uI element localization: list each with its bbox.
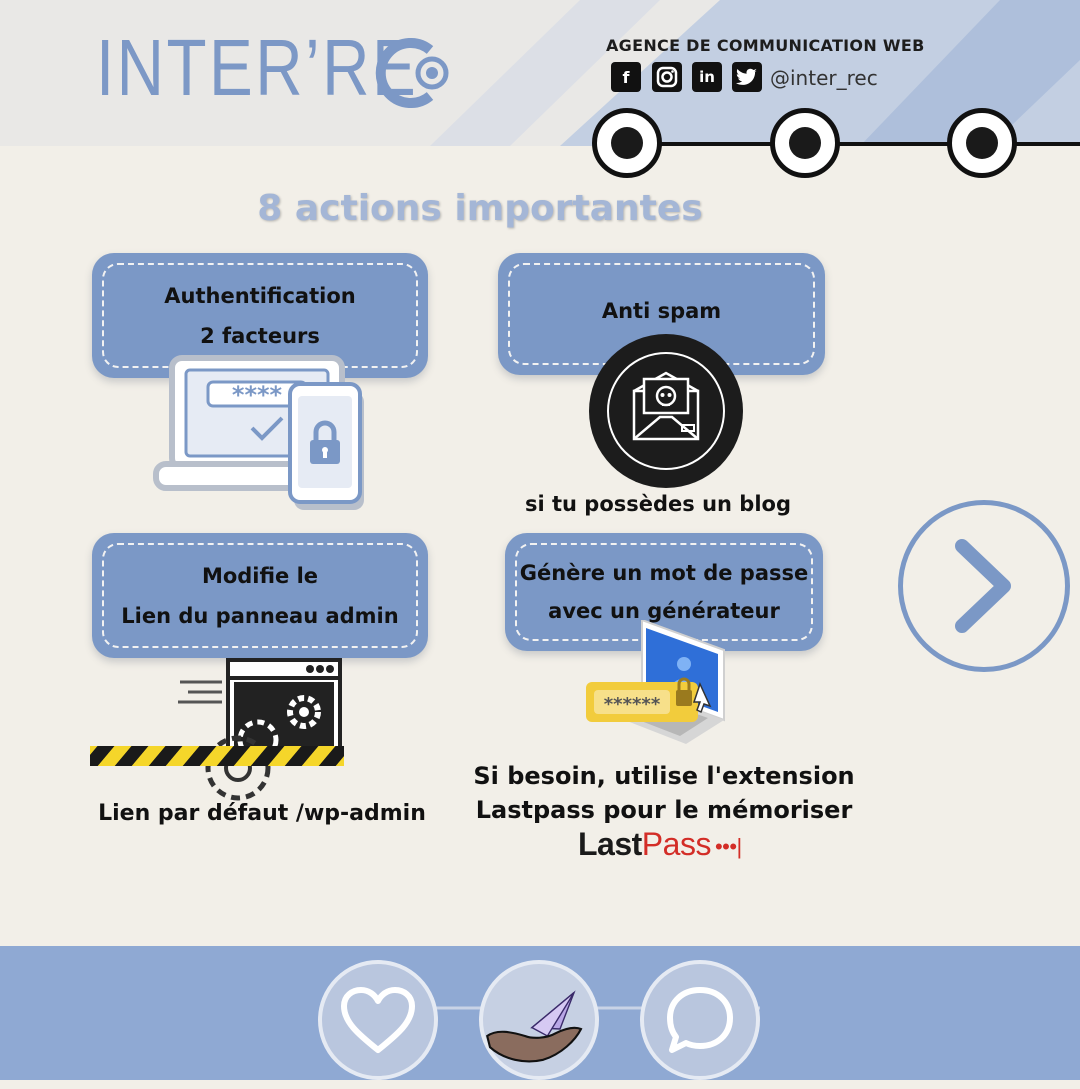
card-subtitle: avec un générateur [548, 599, 780, 623]
laptop-password-icon: ****** [586, 620, 725, 744]
card-subtitle: Lien du panneau admin [121, 603, 399, 628]
next-button[interactable] [898, 500, 1070, 672]
password-mask: ****** [604, 694, 661, 715]
lastpass-logo: LastPass•••| [578, 826, 742, 862]
blog-caption: si tu possèdes un blog [525, 492, 791, 516]
progress-line [640, 142, 1080, 146]
admin-settings-icon [90, 658, 344, 801]
step-dot [770, 108, 840, 178]
default-link-caption: Lien par défaut /wp-admin [98, 801, 426, 826]
facebook-icon[interactable]: f [611, 62, 641, 92]
linkedin-icon[interactable]: in [692, 62, 722, 92]
card-subtitle: 2 facteurs [200, 323, 320, 348]
header-stripes [430, 0, 1080, 146]
social-handle: @inter_rec [770, 66, 878, 90]
chevron-right-icon [955, 539, 1011, 633]
comment-button[interactable] [640, 960, 760, 1080]
brand-logo: INTER’RE [96, 23, 419, 112]
like-button[interactable] [318, 960, 438, 1080]
share-button[interactable] [479, 960, 599, 1080]
heart-icon [341, 987, 415, 1053]
card-title: Génère un mot de passe [519, 561, 809, 585]
spam-envelope-icon [589, 334, 743, 488]
twitter-icon[interactable] [732, 62, 762, 92]
hand-paper-plane-icon [486, 990, 583, 1063]
logo-c-icon [375, 38, 449, 108]
agency-label: AGENCE DE COMMUNICATION WEB [606, 36, 925, 55]
lastpass-caption-line1: Si besoin, utilise l'extension [473, 762, 855, 790]
chat-bubble-icon [667, 987, 733, 1053]
card-admin-link: Modifie le Lien du panneau admin [92, 533, 428, 658]
instagram-icon[interactable] [652, 62, 682, 92]
step-dot [947, 108, 1017, 178]
card-title: Modifie le [201, 563, 319, 588]
step-dot [592, 108, 662, 178]
laptop-phone-lock-icon: **** [153, 355, 364, 510]
password-mask: **** [232, 381, 283, 409]
card-title: Authentification [164, 283, 356, 308]
card-title: Anti spam [601, 299, 722, 323]
lastpass-caption-line2: Lastpass pour le mémoriser [475, 796, 853, 824]
page-title: 8 actions importantes [257, 188, 703, 229]
